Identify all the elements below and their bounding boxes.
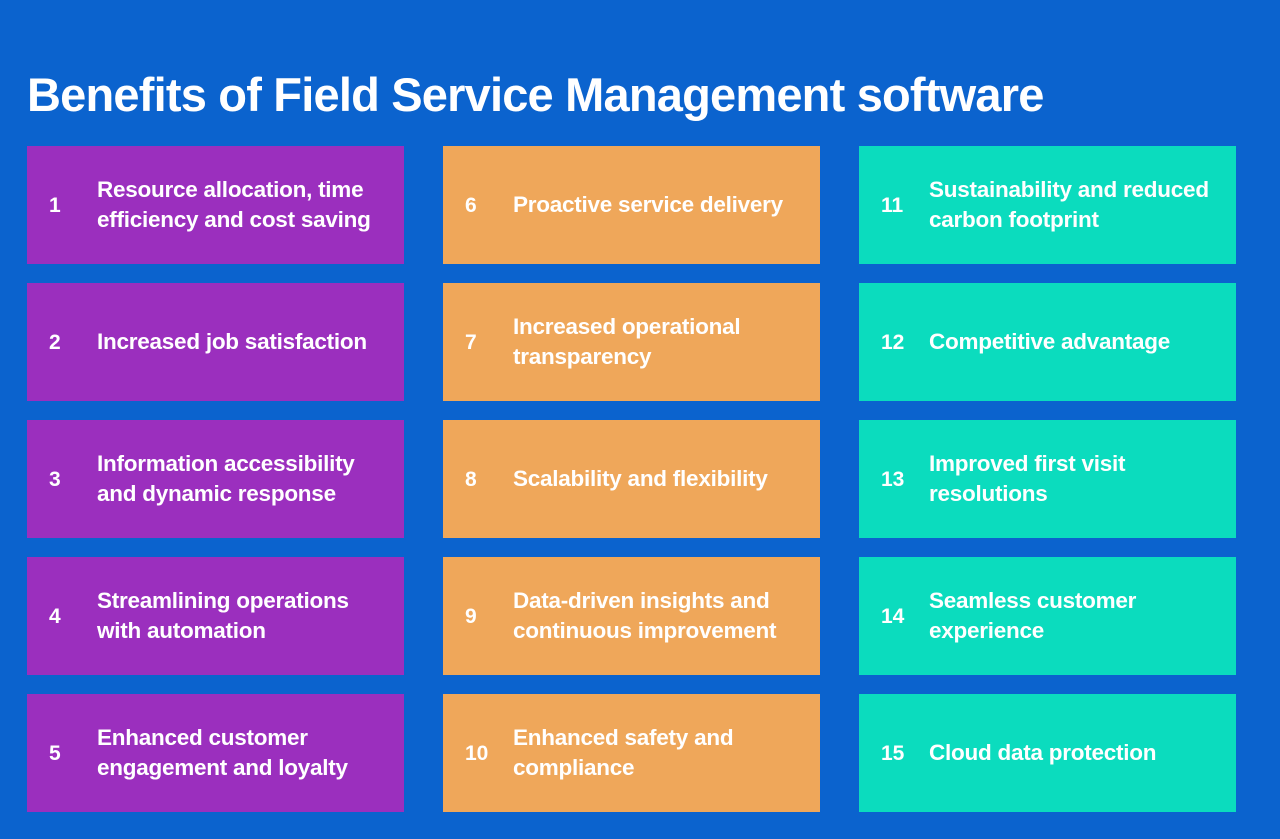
benefit-label: Enhanced customer engagement and loyalty — [97, 725, 348, 780]
benefit-card[interactable]: 14 Seamless customer experience — [859, 557, 1236, 675]
page-title: Benefits of Field Service Management sof… — [27, 64, 1253, 126]
benefit-card[interactable]: 2 Increased job satisfaction — [27, 283, 404, 401]
benefit-card[interactable]: 13 Improved first visit resolutions — [859, 420, 1236, 538]
benefit-number: 8 — [465, 467, 477, 491]
page-title-text: Benefits of Field Service Management sof… — [27, 67, 1044, 121]
benefit-label: Scalability and flexibility — [513, 466, 768, 492]
benefit-label: Cloud data protection — [929, 740, 1157, 766]
benefit-label: Seamless customer experience — [929, 588, 1137, 643]
benefit-number: 13 — [881, 467, 905, 491]
benefit-label: Information accessibility and dynamic re… — [97, 451, 355, 506]
benefit-number: 11 — [881, 193, 904, 217]
benefit-card[interactable]: 6 Proactive service delivery — [443, 146, 820, 264]
benefit-number: 2 — [49, 330, 61, 354]
benefit-number: 9 — [465, 604, 477, 628]
benefit-label: Data-driven insights and continuous impr… — [513, 588, 777, 643]
benefit-card[interactable]: 5 Enhanced customer engagement and loyalt… — [27, 694, 404, 812]
benefit-card[interactable]: 1 Resource allocation, time efficiency an… — [27, 146, 404, 264]
benefit-label: Proactive service delivery — [513, 192, 783, 218]
benefit-number: 10 — [465, 741, 489, 765]
benefit-label: Increased job satisfaction — [97, 329, 367, 355]
benefit-card[interactable]: 15 Cloud data protection — [859, 694, 1236, 812]
benefit-label: Sustainability and reduced carbon footpr… — [929, 177, 1209, 232]
benefit-number: 4 — [49, 604, 61, 628]
benefit-number: 6 — [465, 193, 477, 217]
benefit-label: Enhanced safety and compliance — [513, 725, 734, 780]
benefits-grid: 1 Resource allocation, time efficiency an… — [27, 146, 1236, 814]
benefit-card[interactable]: 12 Competitive advantage — [859, 283, 1236, 401]
benefit-number: 1 — [49, 193, 61, 217]
benefit-number: 3 — [49, 467, 61, 491]
benefit-card[interactable]: 11 Sustainability and reduced carbon foot… — [859, 146, 1236, 264]
benefit-label: Streamlining operations with automation — [97, 588, 349, 643]
benefit-number: 14 — [881, 604, 905, 628]
benefit-label: Resource allocation, time efficiency and… — [97, 177, 371, 232]
benefit-label: Competitive advantage — [929, 329, 1171, 355]
benefit-label: Improved first visit resolutions — [929, 451, 1126, 506]
benefit-label: Increased operational transparency — [513, 314, 741, 369]
benefit-number: 15 — [881, 741, 905, 765]
benefit-number: 12 — [881, 330, 905, 354]
benefit-card[interactable]: 3 Information accessibility and dynamic r… — [27, 420, 404, 538]
benefit-card[interactable]: 10 Enhanced safety and compliance — [443, 694, 820, 812]
benefit-card[interactable]: 7 Increased operational transparency — [443, 283, 820, 401]
benefit-number: 7 — [465, 330, 477, 354]
benefit-card[interactable]: 4 Streamlining operations with automation — [27, 557, 404, 675]
benefit-number: 5 — [49, 741, 61, 765]
benefit-card[interactable]: 8 Scalability and flexibility — [443, 420, 820, 538]
benefit-card[interactable]: 9 Data-driven insights and continuous imp… — [443, 557, 820, 675]
